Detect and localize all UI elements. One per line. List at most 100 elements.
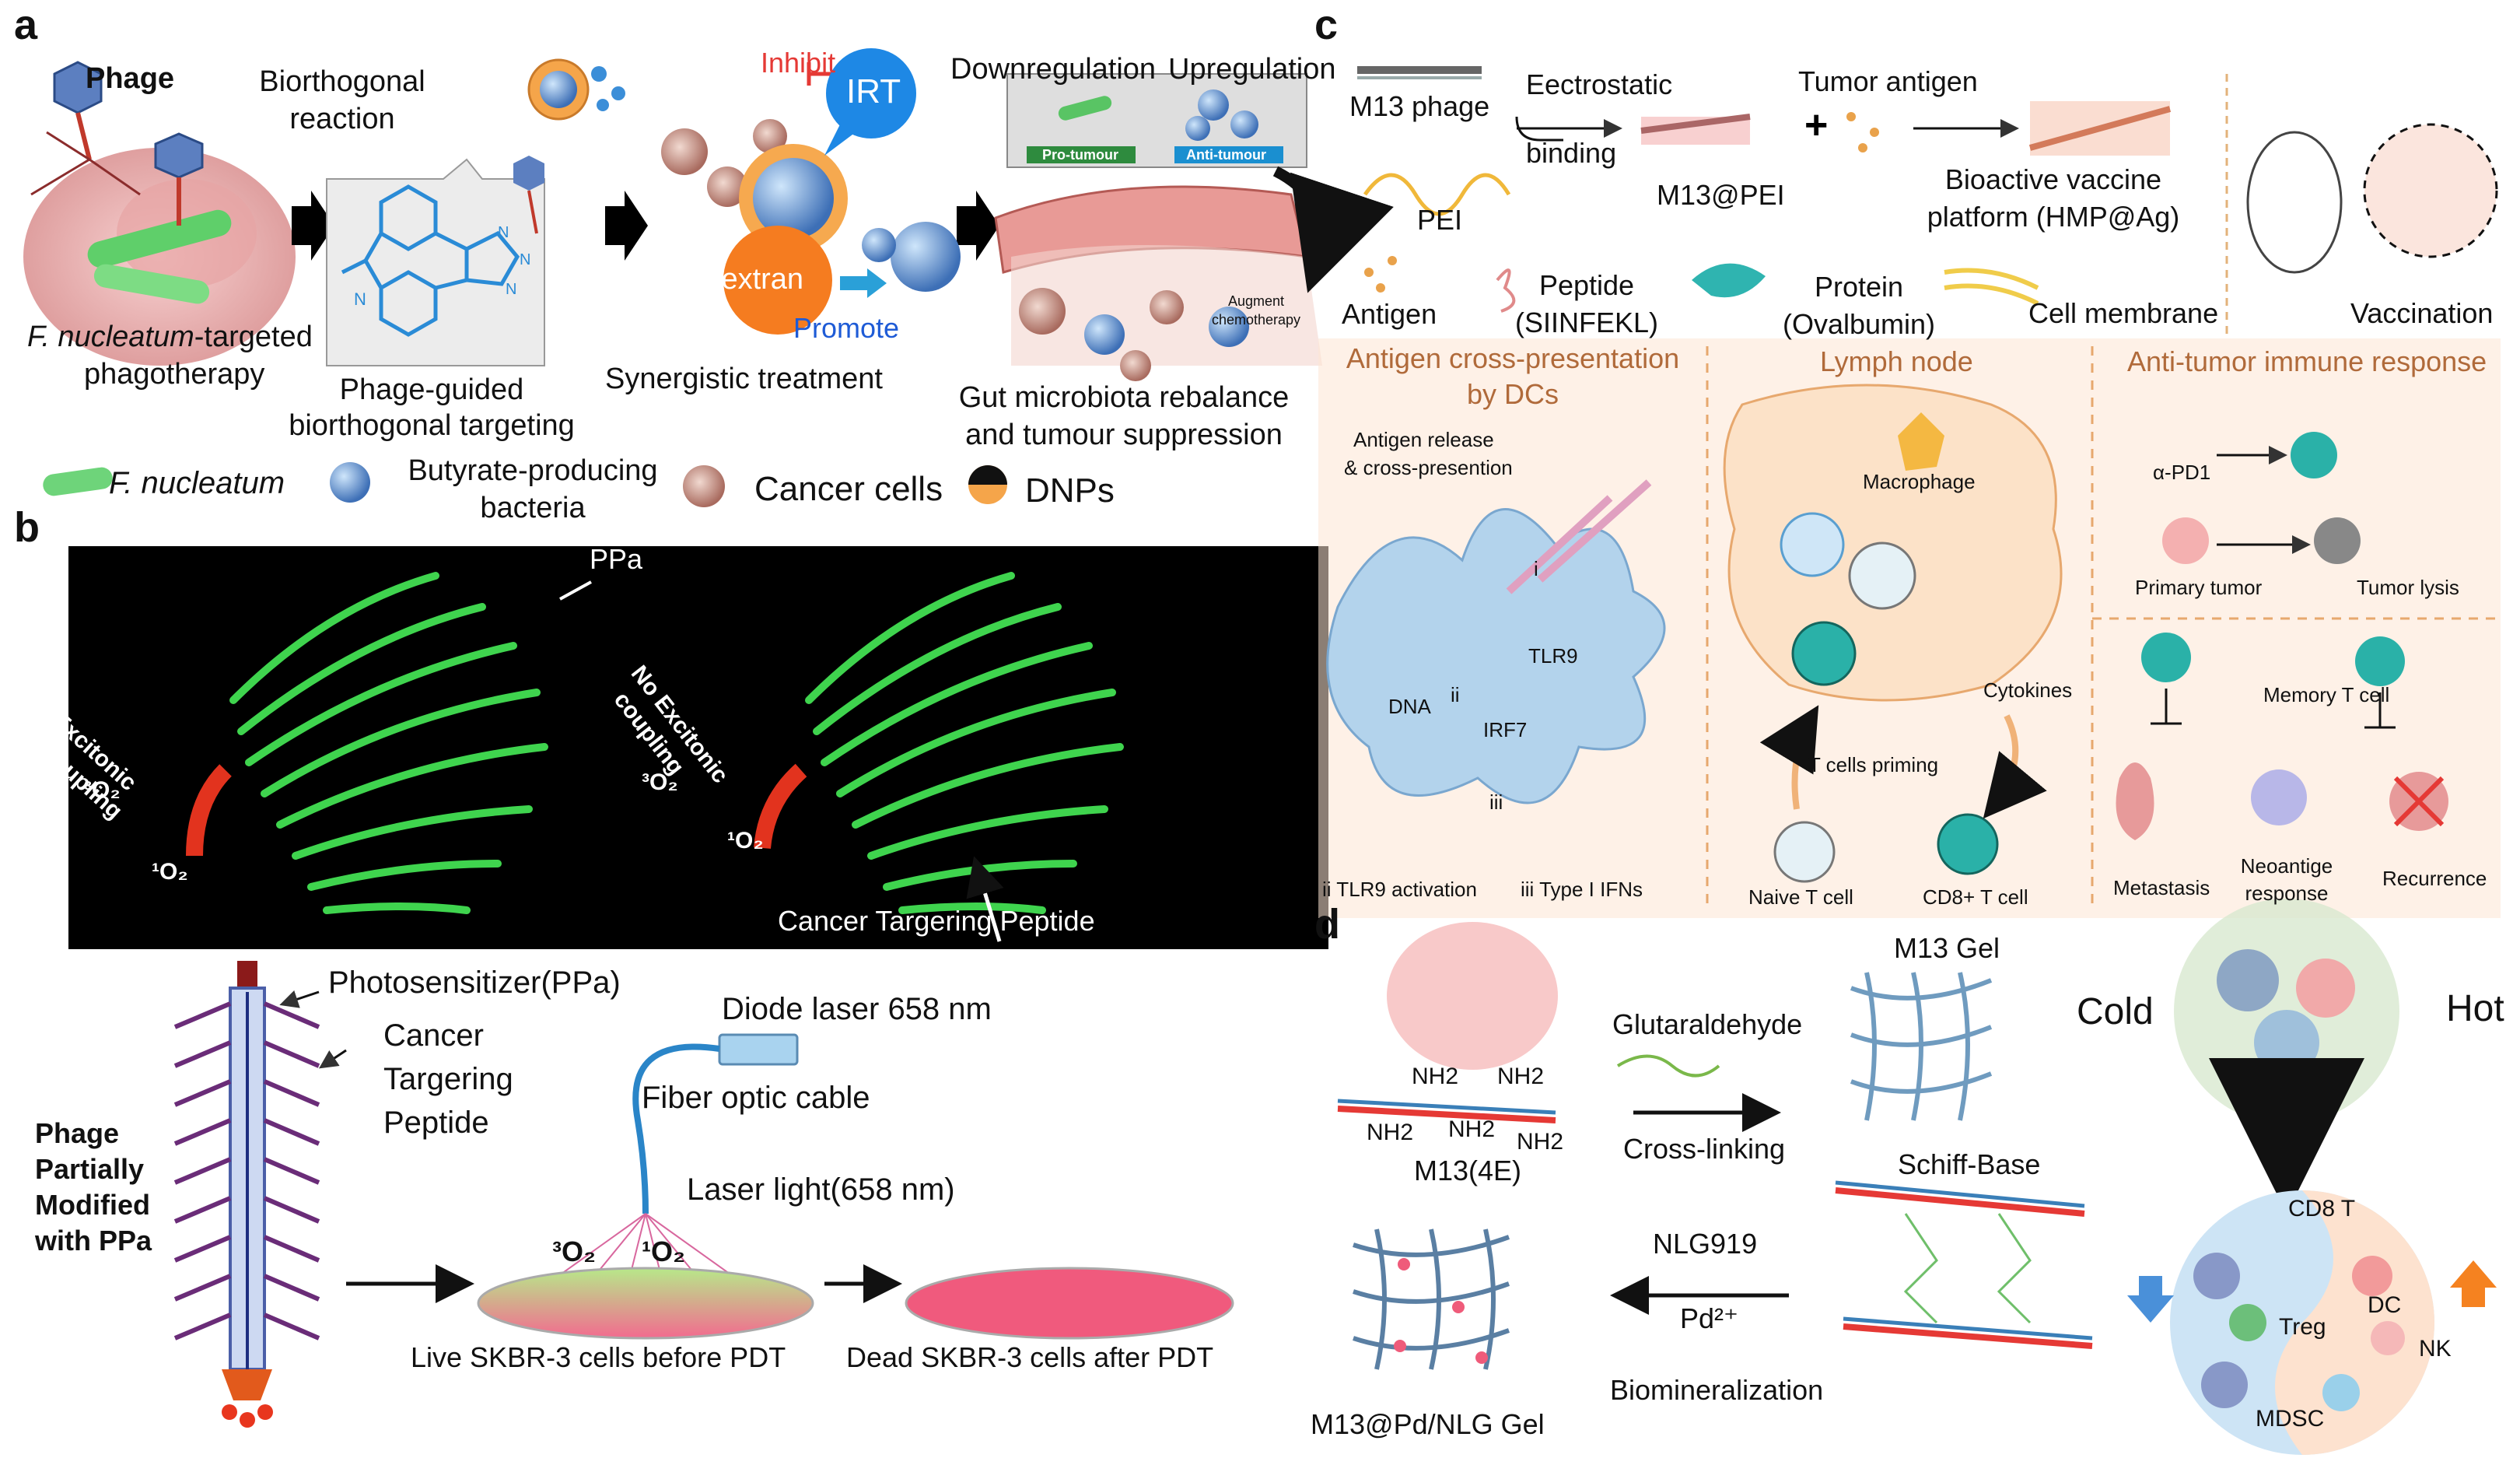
svg-text:N: N xyxy=(506,281,516,298)
panel-d xyxy=(1337,899,2497,1455)
legend-dnps: DNPs xyxy=(1025,471,1115,510)
macrophage-label: Macrophage xyxy=(1863,470,1976,493)
phage-modified-4: with PPa xyxy=(35,1225,152,1256)
helix-bundle-right xyxy=(805,572,1124,914)
lymph-node-label: Lymph node xyxy=(1820,345,1973,377)
singlet-oxygen-right: ¹O₂ xyxy=(727,828,764,853)
legend-fnucleatum: F. nucleatum xyxy=(109,466,285,500)
cell-membrane-label: Cell membrane xyxy=(2028,297,2219,329)
panel-label-a: a xyxy=(14,2,38,48)
peptide-c-label-1: Peptide xyxy=(1538,269,1635,301)
augment-label-1: Augment xyxy=(1227,293,1285,309)
augment-label-2: chemotherapy xyxy=(1211,312,1301,328)
phage-icon xyxy=(30,61,204,226)
nh2-label-2: NH2 xyxy=(1497,1064,1545,1089)
peptide-label: Cancer Targering Peptide xyxy=(778,905,1095,937)
svg-text:N: N xyxy=(354,289,366,309)
cold-label: Cold xyxy=(2077,991,2154,1032)
gut-illustration xyxy=(994,73,1394,381)
ppa-label: PPa xyxy=(590,543,643,575)
dc-label: DC xyxy=(2368,1292,2402,1318)
schiff-base-label: Schiff-Base xyxy=(1898,1148,2041,1180)
t-priming-label: T cells priming xyxy=(1808,753,1939,776)
panel-c: + xyxy=(1318,66,2501,918)
live-cells-label: Live SKBR-3 cells before PDT xyxy=(411,1341,786,1373)
nh2-label-1: NH2 xyxy=(1412,1064,1459,1089)
roman-iii-label: iii xyxy=(1489,790,1503,814)
mdsc-label: MDSC xyxy=(2256,1406,2325,1432)
cytokines-label: Cytokines xyxy=(1983,678,2073,702)
m13-pd-nlg-label: M13@Pd/NLG Gel xyxy=(1311,1408,1545,1440)
vaccination-label: Vaccination xyxy=(2350,297,2494,329)
hot-label: Hot xyxy=(2446,988,2504,1029)
phage-label: Phage xyxy=(86,62,175,95)
legend-cancer-cells: Cancer cells xyxy=(754,470,943,508)
live-cell-dish xyxy=(477,1267,814,1340)
phage-modified-2: Partially xyxy=(35,1153,145,1185)
dead-cells-label: Dead SKBR-3 cells after PDT xyxy=(846,1341,1214,1373)
panel-a: N N N N xyxy=(23,48,1394,507)
gut-label-2: and tumour suppression xyxy=(965,419,1283,451)
pei-label: PEI xyxy=(1417,204,1463,236)
irf7-label: IRF7 xyxy=(1483,718,1528,741)
dead-cell-dish xyxy=(905,1267,1234,1340)
antigen-label: Antigen xyxy=(1342,298,1437,330)
block-arrow-2 xyxy=(605,191,648,261)
legend-butyrate-1: Butyrate-producing xyxy=(408,454,658,487)
nh2-label-5: NH2 xyxy=(1517,1129,1564,1155)
biomineralization-label: Biomineralization xyxy=(1610,1374,1824,1406)
pd-label: Pd²⁺ xyxy=(1680,1302,1739,1334)
crosslinking-label: Cross-linking xyxy=(1623,1133,1786,1165)
glutaraldehyde-label: Glutaraldehyde xyxy=(1612,1008,1803,1040)
dna-label: DNA xyxy=(1388,695,1431,718)
m13-phage-label: M13 phage xyxy=(1349,90,1490,122)
promote-label: Promote xyxy=(793,312,900,344)
naive-t-label: Naive T cell xyxy=(1748,885,1853,909)
inhibit-label: Inhibit xyxy=(761,47,836,79)
targeted-label-2: phagotherapy xyxy=(84,358,265,391)
singlet-oxygen-arrow-left xyxy=(186,764,232,857)
diode-label: Diode laser 658 nm xyxy=(722,992,992,1026)
nh2-label-4: NH2 xyxy=(1448,1116,1496,1142)
antigen-release-1: Antigen release xyxy=(1353,428,1494,451)
triplet-oxygen-right: ³O₂ xyxy=(642,769,678,795)
laser-setup xyxy=(346,1033,1234,1340)
nh2-label-3: NH2 xyxy=(1367,1120,1414,1145)
neoantigen-label-1: Neoantige xyxy=(2240,854,2333,878)
phage-guided-label-1: Phage-guided xyxy=(339,373,524,406)
block-arrow-3 xyxy=(957,191,999,261)
laser-label: Laser light(658 nm) xyxy=(687,1172,955,1207)
peptide-bubble xyxy=(1387,922,1558,1070)
ppa-phage-illustration xyxy=(173,961,320,1428)
phage-guided-label-2: biorthogonal targeting xyxy=(289,409,575,442)
bioactive-label-2: platform (HMP@Ag) xyxy=(1927,201,2180,233)
targeted-label-1: F. nucleatum-targeted xyxy=(27,321,313,353)
antigen-release-2: & cross-presention xyxy=(1344,456,1513,479)
dish-triplet-oxygen: ³O₂ xyxy=(552,1235,596,1267)
svg-text:+: + xyxy=(1804,103,1828,148)
neoantigen-label-2: response xyxy=(2245,881,2329,905)
m13-4e-label: M13(4E) xyxy=(1414,1155,1522,1186)
dendritic-cell xyxy=(1326,508,1666,804)
biorthogonal-label-2: reaction xyxy=(289,103,395,135)
upregulation-label: Upregulation xyxy=(1168,53,1336,86)
cross-presentation-2: by DCs xyxy=(1466,378,1559,410)
lymph-node xyxy=(1723,384,2063,702)
dextran-label: Dextran xyxy=(700,263,804,296)
protein-label-1: Protein xyxy=(1814,271,1904,303)
nk-label: NK xyxy=(2419,1336,2452,1362)
cancer-targeting-label-3: Peptide xyxy=(383,1106,489,1140)
binding-label: binding xyxy=(1526,137,1617,169)
biorthogonal-molecule: N N N N xyxy=(326,58,625,366)
triplet-oxygen-left: ³O₂ xyxy=(84,777,121,803)
svg-text:N: N xyxy=(498,224,509,241)
fiber-label: Fiber optic cable xyxy=(642,1081,870,1115)
anti-tumor-response-label: Anti-tumor immune response xyxy=(2127,345,2487,377)
recurrence-label: Recurrence xyxy=(2382,867,2487,890)
panel-label-d: d xyxy=(1314,901,1340,948)
synergistic-illustration xyxy=(661,48,961,335)
m13-gel-label: M13 Gel xyxy=(1894,932,2000,964)
downregulation-label: Downregulation xyxy=(950,53,1157,86)
type-i-ifns-label: iii Type I IFNs xyxy=(1521,878,1643,901)
tlr9-label: TLR9 xyxy=(1528,644,1578,668)
